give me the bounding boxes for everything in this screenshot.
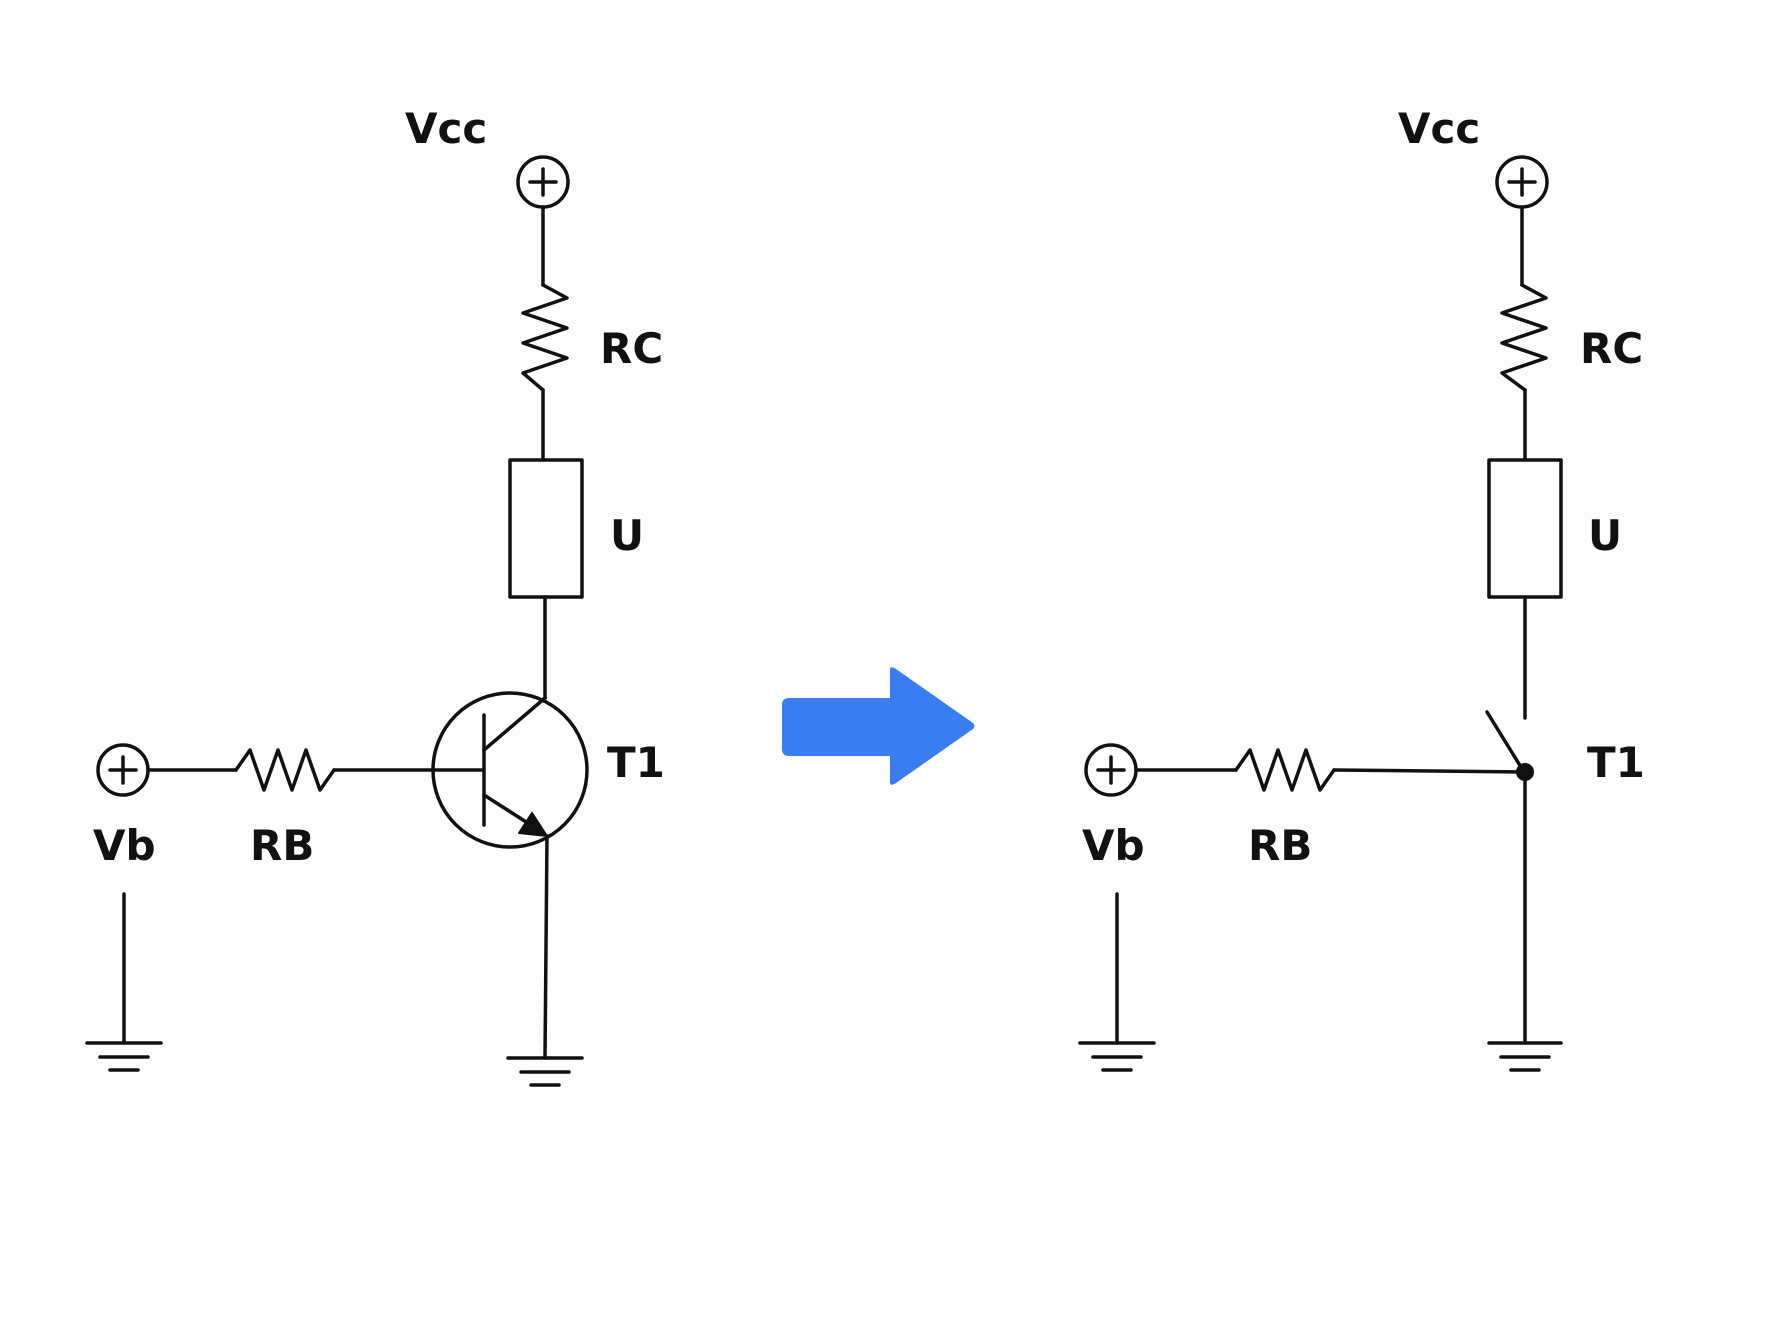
emitter-ground-icon [506,1056,584,1087]
rc-label: RC [600,324,663,373]
vcc-plus-terminal-icon [1495,155,1549,209]
u-load-box [508,458,584,599]
vcc-plus-terminal-icon [516,155,570,209]
t1-label: T1 [607,738,665,787]
vb-label: Vb [93,821,156,870]
vcc-label: Vcc [1398,104,1480,153]
t1-label: T1 [1587,738,1645,787]
rb-resistor [1234,748,1336,792]
vb-ground-icon [1078,1041,1156,1072]
vcc-label: Vcc [405,104,487,153]
u-load-box [1487,458,1563,599]
rb-resistor [234,748,336,792]
base-path [146,748,486,792]
u-label: U [610,511,644,560]
rc-label: RC [1580,324,1643,373]
rc-resistor [1500,283,1548,392]
rc-resistor [521,283,569,392]
emitter-wire [543,834,549,1060]
right-circuit: Vcc RC U T1 [1078,104,1645,1072]
rb-label: RB [250,821,314,870]
u-label: U [1588,511,1622,560]
collector-path [508,205,584,700]
rb-label: RB [1248,821,1312,870]
vb-plus-terminal-icon [96,743,150,797]
left-circuit: Vcc RC U T1 [85,104,665,1087]
arrow-right-icon [782,667,975,785]
vb-label: Vb [1082,821,1145,870]
base-path [1134,748,1527,792]
vb-ground-icon [85,1041,163,1072]
switch-ground-icon [1487,1041,1563,1072]
collector-path [1487,205,1563,720]
vb-plus-terminal-icon [1084,743,1138,797]
